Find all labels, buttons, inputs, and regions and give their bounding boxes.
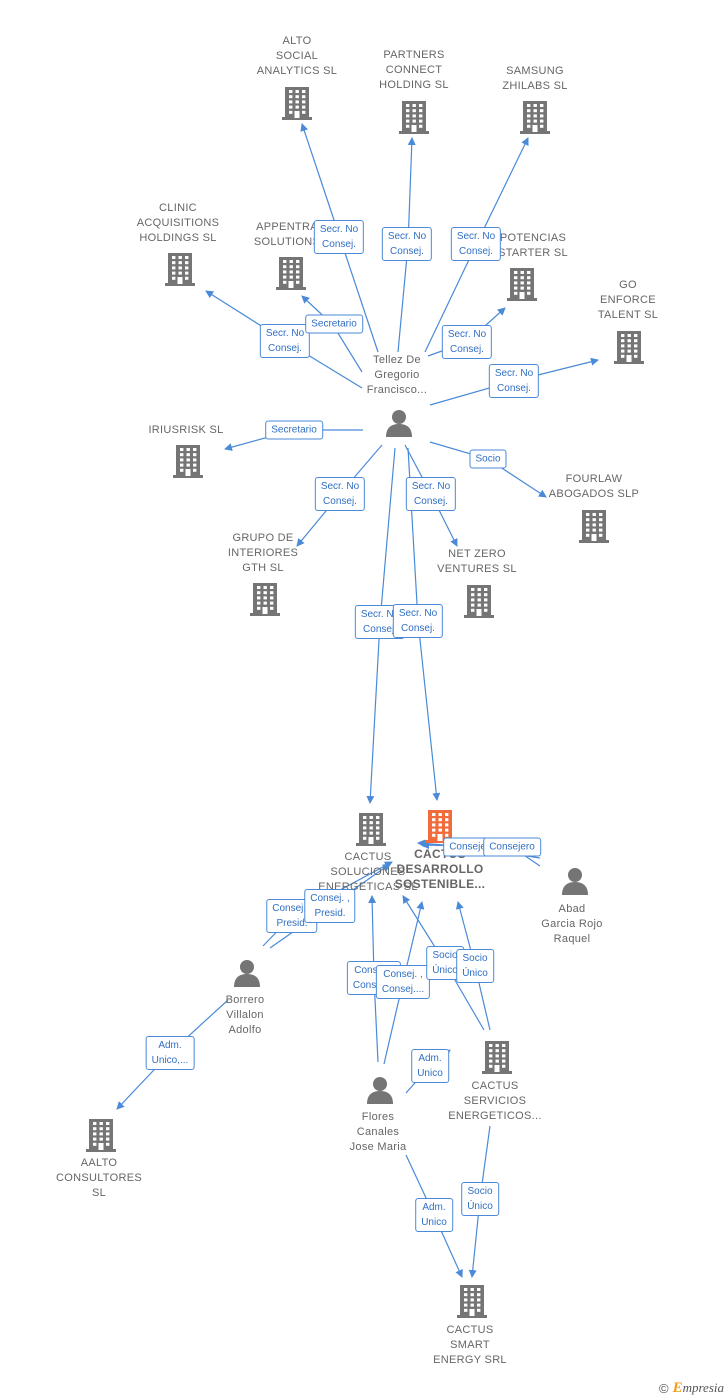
- edge-label[interactable]: Adm. Unico: [411, 1049, 449, 1083]
- building-icon[interactable]: [464, 584, 494, 618]
- edge-label[interactable]: Adm. Unico,...: [145, 1036, 195, 1070]
- edge-label[interactable]: Socio Único: [456, 949, 494, 983]
- person-flores-label[interactable]: Flores Canales Jose Maria: [349, 1111, 407, 1153]
- building-icon[interactable]: [356, 812, 386, 846]
- company-cactus_serv-label[interactable]: CACTUS SERVICIOS ENERGETICOS...: [448, 1080, 542, 1122]
- person-icon[interactable]: [365, 1076, 395, 1109]
- edge-label[interactable]: Adm. Unico: [415, 1198, 453, 1232]
- building-icon[interactable]: [457, 1284, 487, 1318]
- person-icon[interactable]: [232, 959, 262, 992]
- building-icon[interactable]: [86, 1118, 116, 1152]
- person-icon[interactable]: [560, 867, 590, 900]
- building-icon[interactable]: [276, 256, 306, 290]
- building-icon[interactable]: [165, 252, 195, 286]
- copyright-icon: ©: [658, 1381, 669, 1396]
- company-goenforce-label[interactable]: GO ENFORCE TALENT SL: [597, 279, 659, 321]
- building-icon[interactable]: [507, 267, 537, 301]
- building-icon[interactable]: [520, 100, 550, 134]
- company-netzero-label[interactable]: NET ZERO VENTURES SL: [437, 548, 517, 575]
- company-samsung-label[interactable]: SAMSUNG ZHILABS SL: [502, 65, 568, 92]
- edge-label[interactable]: Secr. No Consej.: [392, 604, 444, 638]
- company-cactus_smart-label[interactable]: CACTUS SMART ENERGY SRL: [433, 1324, 507, 1366]
- company-alto-label[interactable]: ALTO SOCIAL ANALYTICS SL: [256, 35, 338, 77]
- edge-label[interactable]: Secr. No Consej.: [441, 325, 493, 359]
- edge-tellez-to-appentra: [301, 295, 363, 373]
- company-appentra-label[interactable]: APPENTRA SOLUTIONS: [253, 221, 321, 248]
- company-clinic-label[interactable]: CLINIC ACQUISITIONS HOLDINGS SL: [136, 202, 220, 244]
- company-partners-label[interactable]: PARTNERS CONNECT HOLDING SL: [379, 49, 449, 91]
- company-potencias-label[interactable]: POTENCIAS STARTER SL: [498, 232, 568, 259]
- building-icon[interactable]: [579, 509, 609, 543]
- edge-label[interactable]: Secr. No Consej.: [381, 227, 433, 261]
- edge-label[interactable]: Secr. No Consej.: [314, 477, 366, 511]
- building-icon[interactable]: [399, 100, 429, 134]
- edge-label[interactable]: Consej. , Consej....: [375, 965, 431, 999]
- building-icon[interactable]: [173, 444, 203, 478]
- edge-label[interactable]: Secretario: [305, 314, 363, 334]
- person-abad-label[interactable]: Abad Garcia Rojo Raquel: [541, 903, 603, 945]
- person-tellez-label[interactable]: Tellez De Gregorio Francisco...: [366, 354, 428, 396]
- building-icon[interactable]: [282, 86, 312, 120]
- footer-brand: © Empresia: [659, 1380, 724, 1397]
- company-aalto-label[interactable]: AALTO CONSULTORES SL: [55, 1157, 143, 1199]
- edge-label[interactable]: Secr. No Consej.: [488, 364, 540, 398]
- edge-label[interactable]: Secr. No Consej.: [313, 220, 365, 254]
- person-borrero-label[interactable]: Borrero Villalon Adolfo: [225, 994, 265, 1036]
- company-cactus_des-label[interactable]: CACTUS DESARROLLO SOSTENIBLE...: [394, 847, 486, 891]
- company-grupo-label[interactable]: GRUPO DE INTERIORES GTH SL: [227, 532, 299, 574]
- building-icon[interactable]: [614, 330, 644, 364]
- edge-label[interactable]: Secr. No Consej.: [405, 477, 457, 511]
- edge-label[interactable]: Secr. No Consej.: [259, 324, 311, 358]
- building-icon[interactable]: [250, 582, 280, 616]
- edge-label[interactable]: Secr. No Consej.: [450, 227, 502, 261]
- company-iriusrisk-label[interactable]: IRIUSRISK SL: [148, 424, 224, 436]
- company-fourlaw-label[interactable]: FOURLAW ABOGADOS SLP: [548, 473, 640, 500]
- edge-label[interactable]: Consejero: [483, 837, 541, 857]
- building-icon[interactable]: [482, 1040, 512, 1074]
- edge-label[interactable]: Socio: [469, 449, 507, 469]
- edge-label[interactable]: Secretario: [265, 420, 323, 440]
- company-cactus_sol-label[interactable]: CACTUS SOLUCIONES ENERGETICAS SL: [318, 851, 418, 893]
- person-icon[interactable]: [384, 409, 414, 442]
- empresia-logo: Empresia: [672, 1380, 724, 1396]
- edge-label[interactable]: Socio Único: [461, 1182, 499, 1216]
- building-icon[interactable]: [425, 809, 455, 843]
- edge-label[interactable]: Consej. , Presid.: [304, 889, 356, 923]
